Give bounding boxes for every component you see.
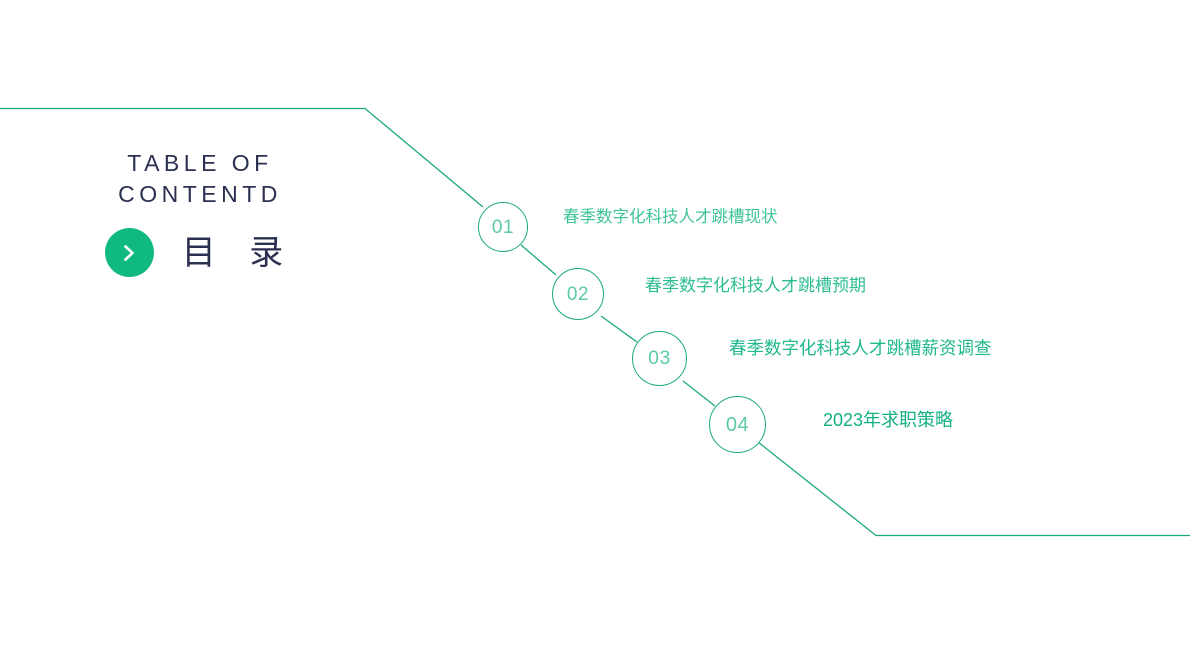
toc-node-number: 01 (491, 216, 515, 238)
title-block: TABLE OF CONTENTD 目 录 (60, 148, 340, 277)
toc-label-02[interactable]: 春季数字化科技人才跳槽预期 (645, 276, 866, 295)
toc-node-01[interactable]: 01 (478, 202, 528, 252)
toc-label-01[interactable]: 春季数字化科技人才跳槽现状 (563, 208, 778, 226)
chevron-right-icon[interactable] (104, 228, 154, 277)
toc-label-04[interactable]: 2023年求职策略 (823, 410, 954, 430)
subtitle-row: 目 录 (60, 228, 340, 277)
subtitle-chinese: 目 录 (181, 233, 296, 272)
toc-node-03[interactable]: 03 (632, 331, 687, 386)
connector-01-02 (520, 244, 557, 276)
toc-node-02[interactable]: 02 (552, 268, 604, 320)
toc-label-03[interactable]: 春季数字化科技人才跳槽薪资调查 (729, 338, 992, 358)
toc-node-number: 02 (566, 283, 590, 305)
toc-node-04[interactable]: 04 (709, 396, 766, 453)
toc-node-number: 03 (648, 346, 671, 369)
decor-line-bottom-right (757, 441, 1190, 537)
connector-02-03 (600, 315, 638, 343)
page-title: TABLE OF CONTENTD (118, 150, 282, 207)
toc-node-number: 04 (725, 413, 750, 436)
connector-03-04 (682, 380, 716, 407)
